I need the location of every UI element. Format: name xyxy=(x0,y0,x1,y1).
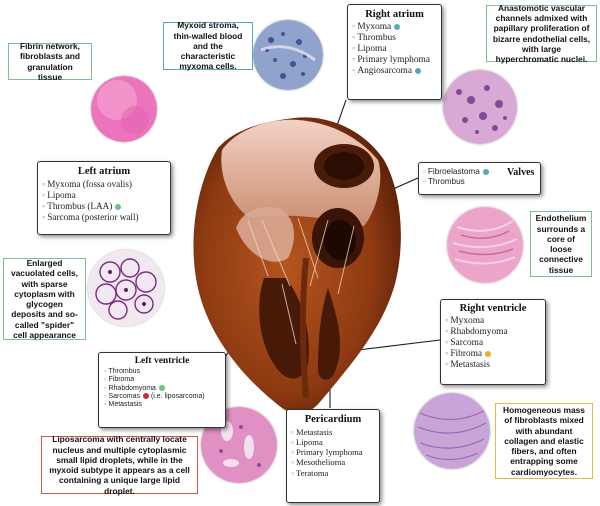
teal-dot-marker xyxy=(394,23,401,30)
histology-fibroelastoma-circle xyxy=(447,207,523,283)
left-atrium-item: Thrombus (LAA) xyxy=(42,201,170,212)
right-atrium-item: Lipoma xyxy=(352,44,441,55)
pericardium-box: Pericardium Metastasis Lipoma Primary ly… xyxy=(286,409,380,503)
green-dot-marker xyxy=(158,384,165,391)
valves-title: Valves xyxy=(507,167,535,178)
right-atrium-item: Angiosarcoma xyxy=(352,66,441,77)
left-ventricle-item: Fibroma xyxy=(104,376,225,384)
right-atrium-box: Right atrium Myxoma Thrombus Lipoma Prim… xyxy=(347,4,442,100)
left-atrium-title: Left atrium xyxy=(77,166,131,177)
histology-fibroma-circle xyxy=(414,393,490,469)
left-ventricle-item: Sarcomas (i.e. liposarcoma) xyxy=(104,393,225,401)
left-ventricle-title: Left ventricle xyxy=(134,356,190,366)
orange-dot-marker xyxy=(485,351,492,358)
histology-myxoma-circle xyxy=(253,20,323,90)
valves-item: Thrombus xyxy=(423,177,540,187)
green-dot-marker xyxy=(115,203,122,210)
right-ventricle-item: Myxoma xyxy=(445,316,545,327)
pericardium-item: Mesothelioma xyxy=(291,457,379,467)
teal-dot-marker xyxy=(482,168,489,175)
histology-angiosarcoma-circle xyxy=(443,70,517,144)
pericardium-item: Lipoma xyxy=(291,437,379,447)
right-atrium-item: Primary lymphoma xyxy=(352,55,441,66)
left-atrium-item: Lipoma xyxy=(42,190,170,201)
right-atrium-item: Thrombus xyxy=(352,33,441,44)
right-ventricle-box: Right ventricle Myxoma Rhabdomyoma Sarco… xyxy=(440,299,546,385)
left-ventricle-box: Left ventricle Thrombus Fibroma Rhabdomy… xyxy=(98,352,226,428)
right-ventricle-title: Right ventricle xyxy=(459,303,527,314)
heart-cross-section xyxy=(193,117,401,414)
note-liposarcoma: Liposarcoma with centrally locate nucleu… xyxy=(41,434,198,496)
note-fibroblasts: Homogeneous mass of fibroblasts mixed wi… xyxy=(495,403,593,479)
pericardium-item: Primary lymphoma xyxy=(291,447,379,457)
left-ventricle-item: Metastasis xyxy=(104,401,225,409)
note-fibrin: Fibrin network, fibroblasts and granulat… xyxy=(8,41,92,82)
valves-box: Fibroelastoma Thrombus Valves xyxy=(418,162,541,195)
right-ventricle-item: Sarcoma xyxy=(445,338,545,349)
pericardium-item: Teratoma xyxy=(291,468,379,478)
left-ventricle-item: Thrombus xyxy=(104,368,225,376)
right-atrium-item: Myxoma xyxy=(352,22,441,33)
note-endothelium: Endothelium surrounds a core of loose co… xyxy=(530,211,592,277)
right-atrium-title: Right atrium xyxy=(365,9,424,20)
right-ventricle-item: Fibroma xyxy=(445,349,545,360)
histology-rhabdomyoma-circle xyxy=(88,250,164,326)
teal-dot-marker xyxy=(415,68,421,75)
note-myxoid-stroma: Myxoid stroma, thin-walled blood and the… xyxy=(163,20,253,71)
valves-item: Fibroelastoma xyxy=(423,167,540,177)
left-atrium-box: Left atrium Myxoma (fossa ovalis) Lipoma… xyxy=(37,161,171,235)
left-atrium-item: Myxoma (fossa ovalis) xyxy=(42,179,170,190)
note-vacuolated-cells: Enlarged vacuolated cells, with sparse c… xyxy=(3,258,86,340)
left-atrium-item: Sarcoma (posterior wall) xyxy=(42,212,170,223)
histology-fibrin-circle xyxy=(91,76,157,142)
red-dot-marker xyxy=(143,392,149,399)
left-ventricle-item: Rhabdomyoma xyxy=(104,385,225,393)
right-ventricle-item: Metastasis xyxy=(445,360,545,371)
note-anastomotic-channels: Anastomotic vascular channels admixed wi… xyxy=(486,3,597,64)
pericardium-item: Metastasis xyxy=(291,427,379,437)
right-ventricle-item: Rhabdomyoma xyxy=(445,327,545,338)
connector-right-ventricle xyxy=(357,339,441,351)
pericardium-title: Pericardium xyxy=(304,414,362,425)
